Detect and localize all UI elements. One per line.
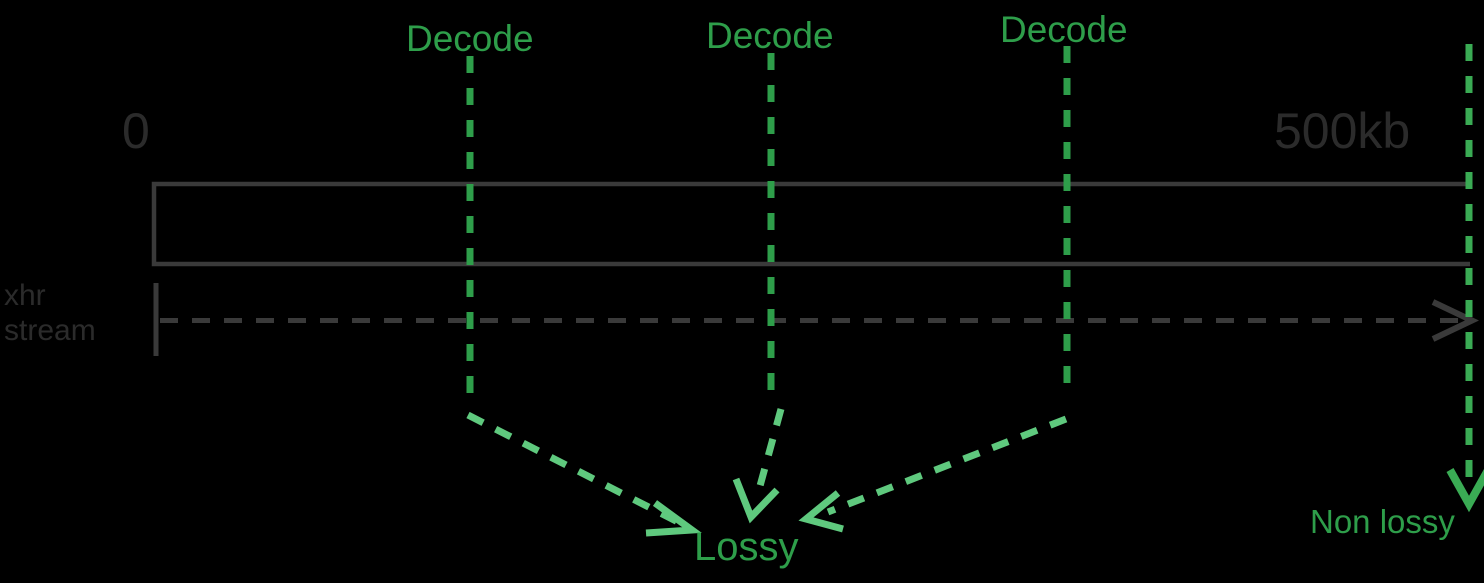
xhr-stream-arrow xyxy=(160,299,1479,342)
lossy-arrow-3 xyxy=(798,415,1068,533)
decode-label-3: Decode xyxy=(1000,9,1128,50)
lossy-arrow-1 xyxy=(466,411,702,537)
lossy-arrow-2 xyxy=(732,408,785,524)
xhr-stream-label-line1: xhr xyxy=(4,279,46,312)
scale-start-label: 0 xyxy=(122,103,150,159)
non-lossy-outcome-label: Non lossy xyxy=(1310,503,1455,540)
decode-label-2: Decode xyxy=(706,15,834,56)
lossy-outcome-label: Lossy xyxy=(694,525,799,569)
xhr-stream-label-line2: stream xyxy=(4,314,96,348)
scale-end-label: 500kb xyxy=(1274,103,1411,159)
non-lossy-marker-line xyxy=(1446,44,1484,513)
buffer-rectangle xyxy=(151,181,1470,267)
decode-label-1: Decode xyxy=(406,18,534,59)
